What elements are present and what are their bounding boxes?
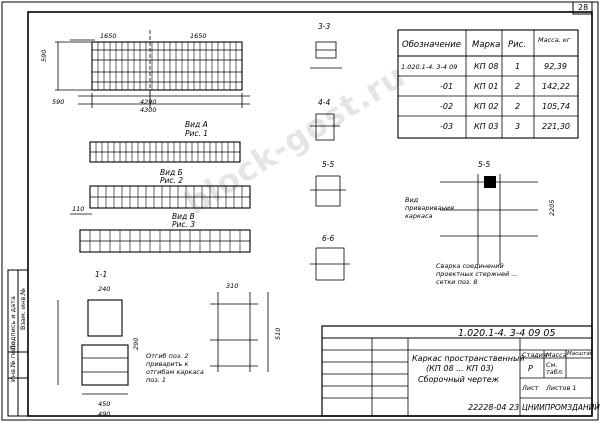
view-a-title: Вид А xyxy=(185,120,208,129)
spec-row-3-mass: 105,74 xyxy=(542,102,570,111)
drawing-frame xyxy=(27,11,593,417)
spec-row-1-mark: КП 08 xyxy=(474,62,499,71)
title-doc-code: 1.020.1-4. 3-4 09 05 xyxy=(458,328,556,339)
spec-row-4-designation: -03 xyxy=(440,122,454,131)
dim-4300: 4300 xyxy=(140,106,157,114)
dim-450: 450 xyxy=(98,400,111,408)
spec-header-designation: Обозначение xyxy=(402,40,461,50)
section-6-6 xyxy=(310,247,350,281)
view-b-title: Вид Б xyxy=(160,168,183,177)
spec-row-3-mark: КП 02 xyxy=(474,102,499,111)
title-line-2: (КП 08 ... КП 03) xyxy=(426,364,494,373)
dim-1650-left: 1650 xyxy=(100,32,117,40)
side-stamp-inv: Инв.№ подл. xyxy=(9,339,17,382)
section-4-4 xyxy=(310,113,340,141)
spec-row-1-fig: 1 xyxy=(515,62,521,71)
side-stamp-replace: Взам. инв.№ xyxy=(19,287,27,330)
section-4-4-title: 4-4 xyxy=(318,98,331,107)
view-a-fig: Рис. 1 xyxy=(185,129,209,138)
view-b-fig: Рис. 2 xyxy=(160,176,184,185)
side-stamp xyxy=(7,269,29,417)
title-line-3: Сборочный чертеж xyxy=(418,375,499,384)
section-3-3 xyxy=(310,41,342,69)
spec-row-2-mass: 142,22 xyxy=(542,82,570,91)
title-sheet-label: Лист xyxy=(522,384,539,392)
dim-590-bottom: 590 xyxy=(52,98,65,106)
dim-110: 110 xyxy=(72,205,85,213)
spec-row-3-designation: -02 xyxy=(440,102,454,111)
spec-row-1-mass: 92,39 xyxy=(544,62,567,71)
side-stamp-signature: Подпись и дата xyxy=(9,296,17,350)
dim-4290: 4290 xyxy=(140,98,157,106)
spec-row-2-mark: КП 01 xyxy=(474,82,499,91)
section-1-1 xyxy=(57,299,129,395)
title-stage-value: Р xyxy=(528,364,533,373)
section-1-1-right xyxy=(210,292,269,372)
title-mass-label: Масса xyxy=(546,351,567,359)
section-1-1-title: 1-1 xyxy=(95,270,108,279)
note-left: Отгиб поз. 2 приварить к отгибам каркаса… xyxy=(146,352,204,384)
title-mass-value: См. табл. xyxy=(546,361,564,376)
title-stage-label: Стадия xyxy=(522,351,547,359)
view-b-elevation xyxy=(70,185,251,215)
page-number-box xyxy=(572,1,593,15)
note-right-1: Вид приваривания каркаса xyxy=(405,196,454,220)
spec-row-2-designation: -01 xyxy=(440,82,454,91)
spec-table-grid xyxy=(397,29,579,139)
dim-490: 490 xyxy=(98,410,111,418)
dim-2205: 2205 xyxy=(548,199,556,216)
spec-header-fig: Рис. xyxy=(508,40,527,50)
spec-row-1-designation: 1.020.1-4. 3-4 09 xyxy=(401,63,458,71)
dim-310: 310 xyxy=(226,282,239,290)
spec-header-mass: Масса, кг xyxy=(538,36,571,44)
note-right-2: Сварка соединений проектных стержней ...… xyxy=(436,262,518,286)
section-3-3-title: 3-3 xyxy=(318,22,331,31)
view-a-elevation xyxy=(89,141,241,163)
section-5-5 xyxy=(310,175,346,207)
view-v-elevation xyxy=(79,229,251,253)
dim-290: 290 xyxy=(132,337,140,350)
spec-row-3-fig: 2 xyxy=(515,102,521,111)
sheet-code: 22228-04 23 xyxy=(468,403,520,412)
title-scale-label: Масштаб xyxy=(567,351,594,357)
view-v-fig: Рис. 3 xyxy=(172,220,196,229)
title-line-1: Каркас пространственный xyxy=(412,354,525,363)
main-cage-plan xyxy=(55,30,250,108)
section-5-5-title: 5-5 xyxy=(322,160,335,169)
spec-row-4-fig: 3 xyxy=(515,122,521,131)
dim-1650-right: 1650 xyxy=(190,32,207,40)
section-6-6-title: 6-6 xyxy=(322,234,335,243)
detail-5-5 xyxy=(440,174,538,265)
view-v-title: Вид В xyxy=(172,212,195,221)
detail-5-5-title: 5-5 xyxy=(478,160,491,169)
dim-240: 240 xyxy=(98,285,111,293)
spec-header-mark: Марка xyxy=(472,40,501,50)
title-organization: ЦНИИПРОМЗДАНИЙ xyxy=(522,403,600,412)
title-block-grid xyxy=(321,325,593,417)
dim-590: 590 xyxy=(40,49,48,62)
page-number: 28 xyxy=(578,3,589,12)
spec-row-4-mass: 221,30 xyxy=(542,122,570,131)
title-sheets-label: Листов 1 xyxy=(546,384,577,392)
spec-row-2-fig: 2 xyxy=(515,82,521,91)
dim-510: 510 xyxy=(274,327,282,340)
spec-row-4-mark: КП 03 xyxy=(474,122,499,131)
